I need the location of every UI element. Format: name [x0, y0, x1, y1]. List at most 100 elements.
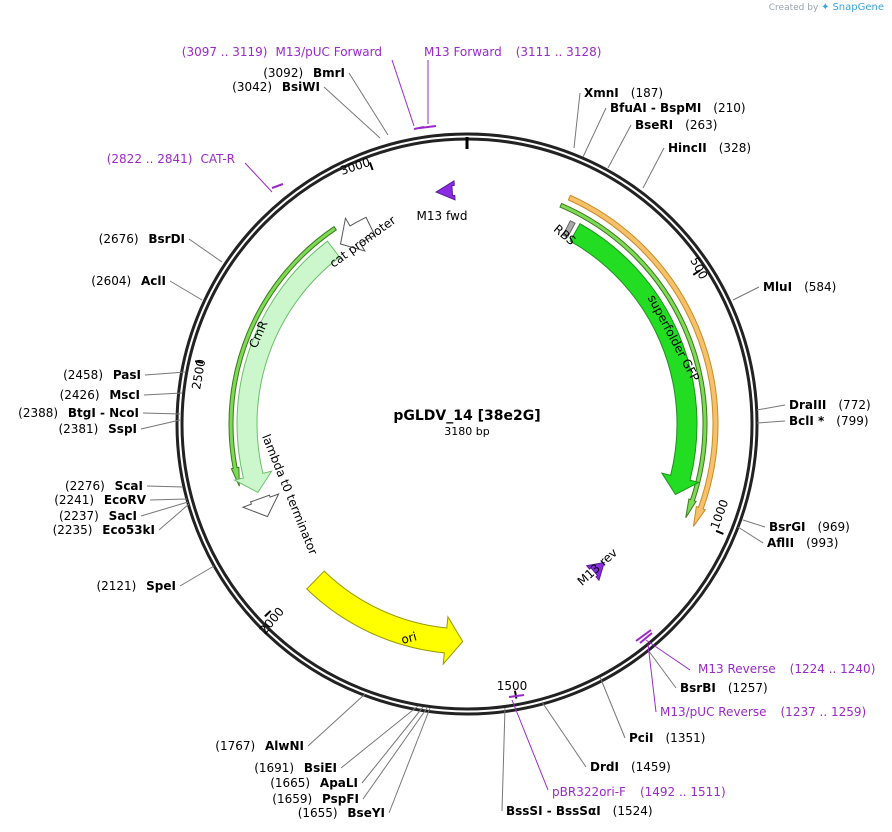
site-bsrbi-leader	[647, 649, 677, 689]
site-bmri-leader	[348, 72, 389, 136]
tick-mark-2000	[264, 610, 272, 618]
tick-label-2500: 2500	[189, 358, 208, 391]
site-bseri-position: (263)	[685, 118, 717, 132]
site-pcii-leader	[599, 676, 626, 739]
primer-m13-puc-forward-range: (3097 .. 3119)	[182, 45, 268, 59]
snapgene-logo-icon: ✦	[821, 2, 830, 13]
primer-m13-forward-site	[419, 125, 437, 129]
site-bsiwi-position: (3042)	[232, 80, 276, 94]
cat-promoter-arrow	[339, 216, 376, 252]
site-bsiwi-leader	[323, 86, 381, 139]
credit-logo-text: SnapGene	[832, 2, 884, 13]
site-bsrdi-leader	[188, 238, 223, 263]
site-sspi-position: (2381)	[58, 422, 102, 436]
tick-label-1000: 1000	[708, 498, 732, 531]
site-btgi-ncoi-leader	[142, 412, 181, 415]
m13-fwd-arrow	[435, 179, 456, 201]
site-draiii-label: DraIII(772)	[789, 398, 871, 412]
site-apali-name: ApaLI	[320, 776, 358, 790]
site-bmri-name: BmrI	[313, 66, 345, 80]
site-alwni-position: (1767)	[215, 739, 259, 753]
site-sspi-label: (2381) SspI	[58, 422, 137, 436]
site-alwni-leader	[307, 693, 366, 747]
site-saci-leader	[140, 501, 189, 517]
site-bfuai-bspmi-position: (210)	[713, 101, 745, 115]
primer-pbr322ori-f-name: pBR322ori-F	[552, 785, 626, 799]
site-draiii-leader	[756, 404, 786, 411]
site-xmni-label: XmnI(187)	[584, 86, 663, 100]
site-bsrdi-name: BsrDI	[148, 232, 185, 246]
site-bsrgi-name: BsrGI	[769, 520, 806, 534]
site-eco53ki-position: (2235)	[53, 523, 97, 537]
site-bseri-label: BseRI(263)	[635, 118, 717, 132]
primer-pbr322ori-f-leader	[511, 699, 549, 791]
site-pspfi-name: PspFI	[322, 792, 359, 806]
primer-cat-r-name: CAT-R	[200, 152, 235, 166]
primer-m13-puc-reverse-leader	[647, 643, 657, 713]
site-saci-position: (2237)	[59, 509, 103, 523]
rbs-box	[562, 220, 576, 239]
site-saci-name: SacI	[109, 509, 137, 523]
primer-m13-reverse-name: M13 Reverse	[698, 662, 776, 676]
site-ecorv-leader	[149, 498, 188, 501]
primer-pbr322ori-f-range: (1492 .. 1511)	[640, 785, 726, 799]
primer-cat-r-leader	[244, 162, 273, 193]
site-bsrgi-leader	[742, 519, 766, 528]
site-mlui-name: MluI	[763, 280, 792, 294]
site-bfuai-bspmi-name: BfuAI - BspMI	[610, 101, 701, 115]
site-hincii-label: HincII(328)	[668, 141, 751, 155]
site-pasi-position: (2458)	[63, 368, 107, 382]
site-bsiwi-label: (3042) BsiWI	[232, 80, 320, 94]
site-btgi-ncoi-label: (2388) BtgI - NcoI	[18, 406, 139, 420]
site-bcli-label: BclI *(799)	[789, 414, 869, 428]
site-acli-position: (2604)	[91, 274, 135, 288]
site-drdi-position: (1459)	[631, 760, 671, 774]
site-drdi-label: DrdI (1459)	[590, 760, 671, 774]
primer-m13-reverse-label: M13 Reverse(1224 .. 1240)	[698, 662, 875, 676]
cmr-thin-arc	[228, 225, 337, 487]
site-apali-leader	[361, 706, 424, 784]
site-mlui-label: MluI (584)	[763, 280, 836, 294]
site-bsrbi-position: (1257)	[728, 681, 768, 695]
site-alwni-name: AlwNI	[265, 739, 304, 753]
site-bsssi-position: (1524)	[613, 804, 653, 818]
site-scai-position: (2276)	[65, 479, 109, 493]
site-xmni-leader	[573, 92, 581, 149]
site-pspfi-leader	[362, 707, 428, 800]
site-bseri-leader	[607, 124, 632, 169]
site-msci-position: (2426)	[60, 388, 104, 402]
m13-fwd-label: M13 fwd	[417, 209, 468, 223]
site-bmri-label: (3092) BmrI	[263, 66, 345, 80]
site-eco53ki-label: (2235) Eco53kI	[53, 523, 155, 537]
primer-pbr322ori-f-label: pBR322ori-F (1492 .. 1511)	[552, 785, 726, 799]
tick-label-1500: 1500	[497, 679, 528, 693]
site-btgi-ncoi-name: BtgI - NcoI	[68, 406, 139, 420]
site-eco53ki-leader	[158, 503, 190, 531]
site-hincii-position: (328)	[719, 141, 751, 155]
site-ecorv-label: (2241) EcoRV	[54, 493, 147, 507]
restriction-site-layer: XmnI(187)BfuAI - BspMI (210) BseRI(263) Hin…	[18, 66, 871, 820]
site-drdi-name: DrdI	[590, 760, 619, 774]
site-alwni-label: (1767) AlwNI	[215, 739, 304, 753]
site-bseyi-position: (1655)	[298, 806, 342, 820]
site-scai-leader	[146, 485, 184, 488]
site-bsssi-name: BssSI - BssSαI	[506, 804, 601, 818]
primer-m13-reverse-leader	[645, 639, 691, 671]
site-drdi-leader	[541, 701, 587, 768]
site-aflii-name: AflII	[767, 536, 794, 550]
plasmid-name: pGLDV_14 [38e2G]	[393, 408, 540, 424]
tick-mark-2500	[194, 360, 204, 364]
site-aflii-position: (993)	[806, 536, 838, 550]
site-sspi-name: SspI	[108, 422, 137, 436]
tick-label-3000: 3000	[339, 155, 372, 178]
site-eco53ki-name: Eco53kI	[102, 523, 155, 537]
site-mlui-position: (584)	[804, 280, 836, 294]
site-draiii-position: (772)	[838, 398, 870, 412]
site-bfuai-bspmi-label: BfuAI - BspMI (210)	[610, 101, 746, 115]
site-pcii-label: PciI(1351)	[629, 731, 705, 745]
site-bcli-leader	[756, 420, 786, 424]
site-apali-label: (1665) ApaLI	[270, 776, 358, 790]
site-bsssi-label: BssSI - BssSαI (1524)	[506, 804, 653, 818]
primer-m13-puc-reverse-range: (1237 .. 1259)	[781, 705, 867, 719]
